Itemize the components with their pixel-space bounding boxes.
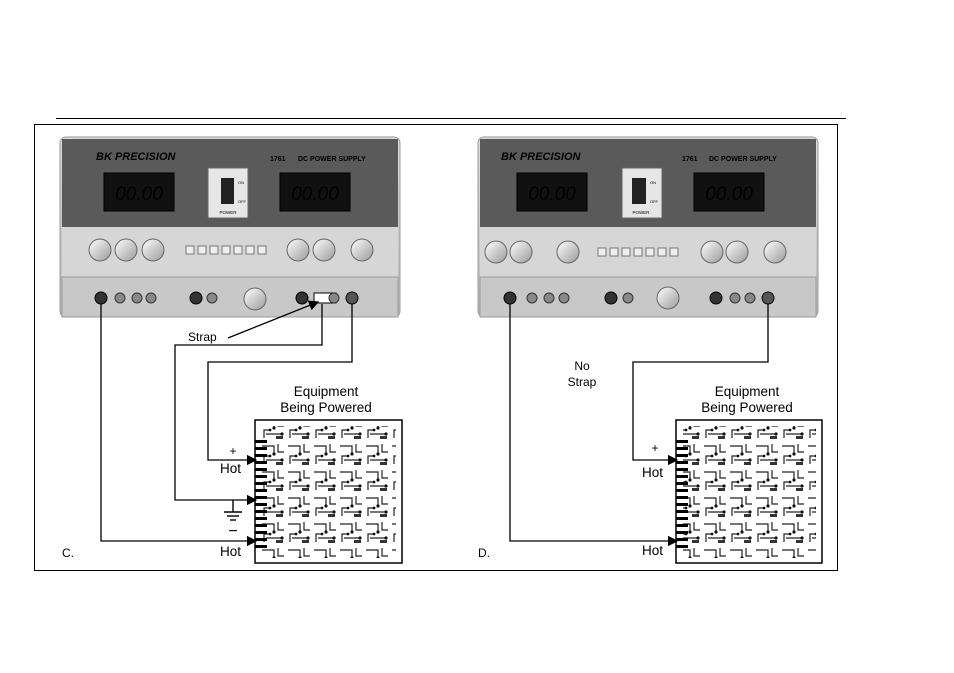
wire-hot-top-d xyxy=(632,304,769,466)
switch-label-d: POWER xyxy=(632,210,650,215)
model-number-d: 1761 xyxy=(682,156,698,163)
panel-c: BK PRECISION 1761 DC POWER SUPPLY 00.00 … xyxy=(59,136,403,564)
plus-sign-d: + xyxy=(651,441,658,455)
ground-icon xyxy=(224,500,242,521)
wires-d xyxy=(509,304,769,547)
switch-on-c: ON xyxy=(238,180,244,185)
strap-label-c: Strap xyxy=(188,330,217,344)
power-supply-d: BK PRECISION 1761 DC POWER SUPPLY 00.00 … xyxy=(477,136,819,318)
strap-pointer-c xyxy=(227,300,320,339)
wires-c xyxy=(100,300,353,547)
voltage-display-d xyxy=(516,172,588,212)
header-rule xyxy=(56,118,846,119)
model-number-c: 1761 xyxy=(270,156,286,163)
terminal-row-d xyxy=(503,286,775,310)
minus-sign-c: − xyxy=(228,523,237,540)
voltage-display-c xyxy=(103,172,175,212)
current-display-d xyxy=(693,172,765,212)
plus-sign-c: + xyxy=(229,444,236,458)
voltage-readout-d: 00.00 xyxy=(528,184,576,205)
hot-top-d: Hot xyxy=(642,465,663,480)
wire-ground-c xyxy=(174,304,323,506)
switch-off-d: OFF xyxy=(650,199,659,204)
hot-bottom-d: Hot xyxy=(642,543,663,558)
equipment-title-d-2: Being Powered xyxy=(701,400,793,415)
figure-frame xyxy=(34,124,838,571)
equipment-title-c-1: Equipment xyxy=(294,384,359,399)
hot-top-c: Hot xyxy=(220,461,241,476)
equipment-board-d xyxy=(675,419,823,564)
panel-letter-c: C. xyxy=(62,546,74,560)
brand-logo-c: BK PRECISION xyxy=(96,151,177,163)
wire-hot-bottom-c xyxy=(100,304,258,547)
current-readout-c: 00.00 xyxy=(291,184,339,205)
terminal-row-c xyxy=(94,287,359,311)
product-name-c: DC POWER SUPPLY xyxy=(298,156,366,163)
equipment-title-c-2: Being Powered xyxy=(280,400,372,415)
equipment-board-c xyxy=(254,419,403,564)
brand-logo-d: BK PRECISION xyxy=(501,151,582,163)
switch-on-d: ON xyxy=(650,180,656,185)
panel-d: BK PRECISION 1761 DC POWER SUPPLY 00.00 … xyxy=(477,136,823,564)
wire-hot-top-c xyxy=(207,304,353,466)
equipment-title-d-1: Equipment xyxy=(715,384,780,399)
switch-label-c: POWER xyxy=(219,210,237,215)
wire-hot-bottom-d xyxy=(509,304,679,547)
power-supply-c: BK PRECISION 1761 DC POWER SUPPLY 00.00 … xyxy=(59,136,401,318)
voltage-readout-c: 00.00 xyxy=(115,184,163,205)
switch-off-c: OFF xyxy=(238,199,247,204)
knob-row-d xyxy=(484,240,787,264)
panel-letter-d: D. xyxy=(478,546,490,560)
knob-row-c xyxy=(88,238,374,262)
current-readout-d: 00.00 xyxy=(705,184,753,205)
product-name-d: DC POWER SUPPLY xyxy=(709,156,777,163)
current-display-c xyxy=(279,172,351,212)
no-strap-label-1: No xyxy=(574,359,590,373)
no-strap-label-2: Strap xyxy=(568,375,597,389)
hot-bottom-c: Hot xyxy=(220,544,241,559)
